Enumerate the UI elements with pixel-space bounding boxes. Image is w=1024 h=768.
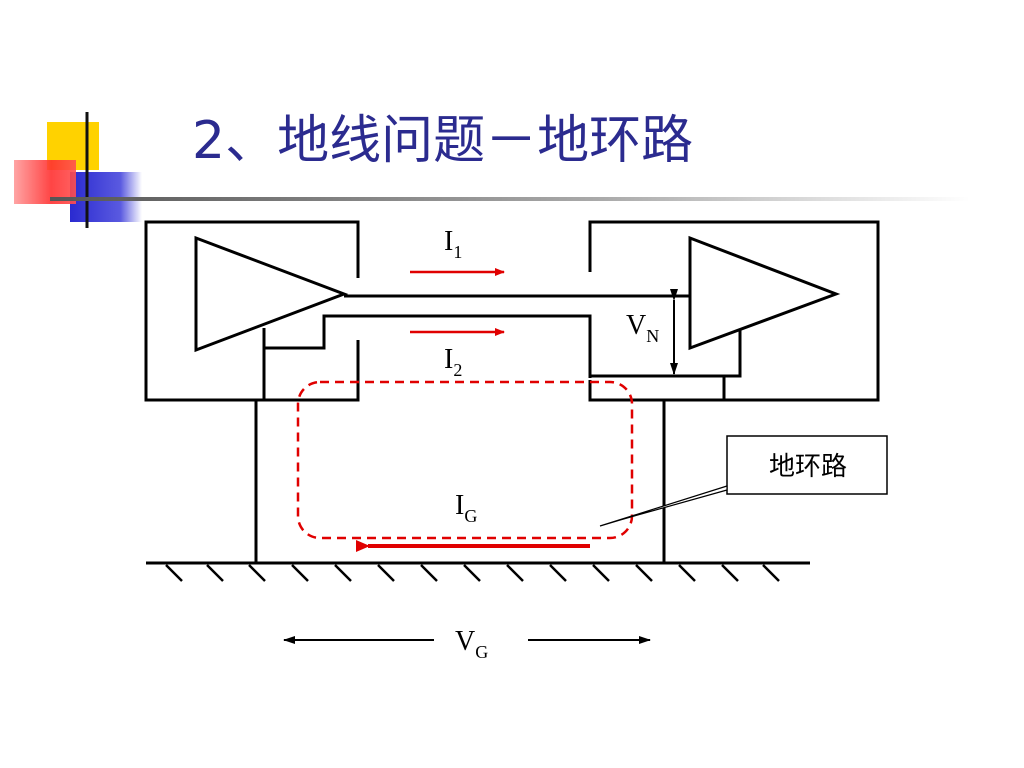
right-enclosure xyxy=(588,220,880,402)
right-amplifier xyxy=(688,235,841,351)
label-ig: IG xyxy=(455,490,477,526)
title-underline xyxy=(50,197,970,201)
callout-label: 地环路 xyxy=(769,452,847,482)
callout-box xyxy=(726,435,888,495)
label-vn: VN xyxy=(626,310,659,346)
ground-hatching xyxy=(165,564,780,582)
label-vg: VG xyxy=(455,626,488,662)
label-i2: I2 xyxy=(444,344,462,380)
callout-pointer xyxy=(599,485,728,527)
ground-loop-path xyxy=(296,380,634,540)
label-i1: I1 xyxy=(444,226,462,262)
left-amplifier xyxy=(194,235,349,353)
return-line xyxy=(262,314,742,378)
red-square xyxy=(14,160,76,204)
slide-title: 2、地线问题－地环路 xyxy=(192,111,694,171)
left-enclosure xyxy=(144,220,360,402)
